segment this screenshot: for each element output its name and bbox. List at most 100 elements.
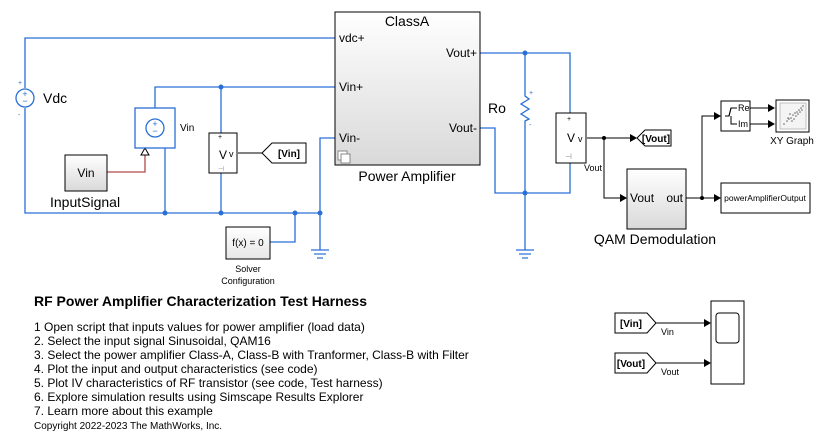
ground-icon[interactable] (516, 249, 534, 259)
junction-dots (162, 50, 528, 216)
goto-vin-label: [Vin] (278, 149, 300, 160)
goto-vout-tag[interactable]: [Vout] (636, 129, 672, 147)
svg-text:−: − (22, 96, 27, 106)
junction-dot (522, 190, 528, 196)
port-vdc-plus: vdc+ (339, 31, 365, 45)
wire-solver (270, 213, 296, 243)
junction-dot (317, 210, 323, 216)
svg-text:+: + (218, 134, 222, 141)
input-signal-block[interactable]: Vin InputSignal (50, 154, 120, 210)
xy-scatter-icon (783, 105, 804, 125)
svg-text:−: − (152, 126, 157, 136)
junction-dot (218, 210, 224, 216)
from-vin-tag[interactable]: [Vin] Vin (614, 312, 674, 337)
output-port-label: powerAmplifierOutput (724, 193, 806, 203)
wire-input-signal (107, 155, 146, 173)
wire-vout-plus (480, 52, 571, 113)
note-link-learn-more[interactable]: 7. Learn more about this example (34, 404, 213, 418)
input-arrow (140, 146, 150, 156)
junction-dot (700, 196, 704, 200)
output-port-block[interactable]: powerAmplifierOutput (720, 182, 811, 214)
wire-vin-minus (319, 137, 335, 250)
wire-vin-plus (154, 86, 335, 108)
arrowhead (768, 120, 775, 128)
class-a-title: ClassA (385, 13, 430, 29)
note-link-plot-iv[interactable]: 5. Plot IV characteristics of RF transis… (34, 376, 383, 390)
sensor-out-v-label: V (567, 131, 575, 145)
arrowhead (620, 194, 627, 202)
svg-text:⊣: ⊣ (565, 152, 572, 161)
port-vin-plus: Vin+ (339, 80, 363, 94)
sensor-in-v-label: V (219, 148, 227, 162)
xy-graph-label: XY Graph (770, 136, 814, 147)
vin-controlled-source[interactable]: + − Vin (134, 107, 194, 149)
junction-dot (218, 84, 224, 90)
from-vout-label: [Vout] (617, 359, 645, 370)
class-a-subsystem[interactable]: ClassA vdc+ Vin+ Vin- Vout+ Vout- Power … (334, 11, 481, 184)
wire-sensor-out-to-qam (603, 138, 620, 199)
wire-vout-minus (480, 127, 571, 194)
solver-formula: f(x) = 0 (232, 238, 264, 249)
port-vout-minus: Vout- (449, 121, 477, 135)
svg-text:⊣: ⊣ (218, 166, 224, 173)
ro-label: Ro (488, 100, 506, 116)
goto-vin-tag[interactable]: [Vin] (261, 142, 307, 164)
xy-graph-block[interactable]: XY Graph (770, 99, 814, 147)
notes-list: 1 Open script that inputs values for pow… (34, 320, 554, 418)
vin-source-label: Vin (180, 123, 194, 134)
svg-text:+: + (152, 119, 157, 129)
qam-demodulation-block[interactable]: Vout out QAM Demodulation (594, 168, 716, 247)
arrowhead (714, 194, 721, 202)
note-link-plot-characteristics[interactable]: 4. Plot the input and output characteris… (34, 362, 318, 376)
svg-text:+: + (529, 90, 533, 97)
from-vout-tag[interactable]: [Vout] Vout (614, 352, 680, 377)
ground-icon[interactable] (311, 249, 329, 259)
port-vin-minus: Vin- (339, 131, 360, 145)
solver-configuration-block[interactable]: f(x) = 0 Solver Configuration (221, 226, 275, 286)
notes-title: RF Power Amplifier Characterization Test… (34, 293, 367, 309)
note-link-input-signal[interactable]: 2. Select the input signal Sinusoidal, Q… (34, 334, 271, 348)
note-link-load-data[interactable]: 1 Open script that inputs values for pow… (34, 320, 365, 334)
voltage-sensor-in[interactable]: + V v ⊣ (208, 132, 238, 174)
qam-demod-label: QAM Demodulation (594, 231, 716, 247)
solver-label-line2: Configuration (221, 276, 275, 286)
scope-block[interactable] (710, 300, 745, 385)
sensor-in-port-label: v (229, 149, 234, 159)
annotation-notes: RF Power Amplifier Characterization Test… (34, 292, 554, 418)
wire-qam-to-complex (701, 115, 714, 198)
arrowhead (704, 319, 711, 327)
qam-in-port: Vout (630, 191, 655, 205)
junction-dot (602, 136, 606, 140)
input-signal-label: InputSignal (50, 194, 120, 210)
vdc-label: Vdc (43, 90, 67, 106)
from-vin-label: [Vin] (620, 319, 642, 330)
solver-label-line1: Solver (235, 264, 261, 274)
resistor-ro[interactable]: + - Ro (488, 90, 533, 129)
from-vout-signal-label: Vout (661, 367, 680, 377)
sensor-out-port-label: v (578, 134, 583, 144)
arrowhead (630, 134, 637, 142)
from-vin-signal-label: Vin (661, 327, 674, 337)
wire-vdc-top (24, 37, 335, 88)
power-amplifier-label: Power Amplifier (358, 168, 456, 184)
svg-text:-: - (18, 112, 21, 119)
subsystem-icon (337, 150, 351, 164)
voltage-sensor-out[interactable]: + V v ⊣ Vout (555, 112, 603, 173)
svg-text:-: - (529, 122, 532, 129)
complex-to-real-imag-block[interactable]: Re Im (720, 100, 751, 132)
svg-text:+: + (567, 116, 571, 123)
vdc-source[interactable]: + − + - Vdc (15, 80, 67, 119)
arrowhead (704, 359, 711, 367)
junction-dot (162, 210, 168, 216)
svg-text:+: + (18, 80, 22, 87)
input-signal-port-label: Vin (77, 166, 94, 180)
arrowhead (768, 104, 775, 112)
junction-dot (522, 50, 528, 56)
re-port-label: Re (738, 103, 750, 113)
port-vout-plus: Vout+ (446, 46, 477, 60)
note-link-amplifier-class[interactable]: 3. Select the power amplifier Class-A, C… (34, 348, 469, 362)
note-link-results-explorer[interactable]: 6. Explore simulation results using Sims… (34, 390, 364, 404)
qam-out-port: out (666, 191, 683, 205)
sensor-out-name: Vout (584, 163, 603, 173)
